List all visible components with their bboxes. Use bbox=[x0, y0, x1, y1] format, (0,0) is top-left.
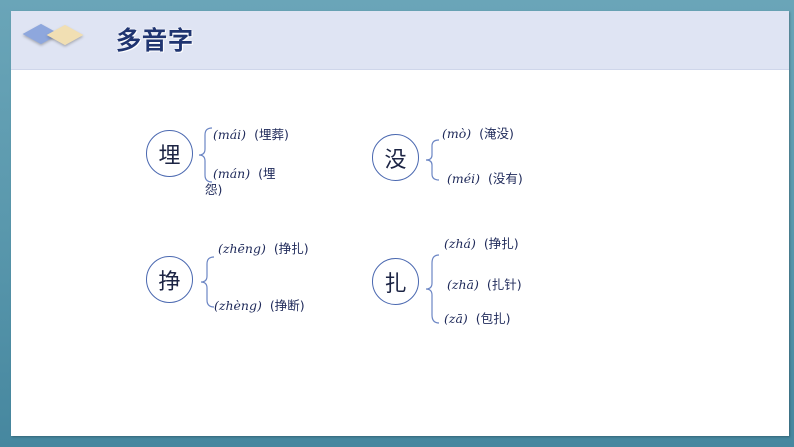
example-word: (扎针) bbox=[486, 277, 522, 292]
example-word: (挣扎) bbox=[483, 236, 519, 251]
brace-icon bbox=[198, 127, 213, 183]
page-title: 多音字 bbox=[116, 26, 195, 55]
example-word: (挣断) bbox=[269, 298, 305, 313]
pinyin: (zā) bbox=[444, 311, 468, 326]
pinyin: (mán) bbox=[213, 166, 251, 181]
reading-row: (mò) (淹没) bbox=[442, 126, 514, 141]
example-word: (淹没) bbox=[479, 126, 514, 141]
char-circle-zheng: 挣 bbox=[146, 256, 193, 303]
pinyin: (mò) bbox=[442, 126, 472, 141]
pinyin: (zhèng) bbox=[214, 298, 262, 313]
yellow-diamond-icon bbox=[46, 24, 84, 46]
reading-row: (zhèng) (挣断) bbox=[214, 298, 305, 313]
example-word: (包扎) bbox=[475, 311, 511, 326]
reading-wrap: 怨) bbox=[205, 182, 223, 197]
reading-row: (zhā) (扎针) bbox=[447, 277, 522, 292]
char-circle-mai: 埋 bbox=[146, 130, 193, 177]
reading-row: (zhá) (挣扎) bbox=[444, 236, 519, 251]
example-word: (埋葬) bbox=[254, 127, 289, 142]
char-circle-mei: 没 bbox=[372, 134, 419, 181]
brace-icon bbox=[200, 256, 215, 308]
reading-row: (mán) (埋 bbox=[213, 166, 276, 181]
example-word: (埋 bbox=[258, 166, 276, 181]
example-word: (没有) bbox=[488, 171, 523, 186]
brace-icon bbox=[425, 254, 440, 324]
brace-icon bbox=[425, 139, 440, 181]
slide-panel: 多音字 bbox=[11, 11, 789, 436]
example-word: (挣扎) bbox=[273, 241, 309, 256]
reading-row: (zhēng) (挣扎) bbox=[218, 241, 309, 256]
char-circle-zha: 扎 bbox=[372, 258, 419, 305]
reading-row: (zā) (包扎) bbox=[444, 311, 511, 326]
header-band: 多音字 bbox=[11, 11, 789, 70]
pinyin: (méi) bbox=[447, 171, 481, 186]
reading-row: (mái) (埋葬) bbox=[213, 127, 289, 142]
pinyin: (zhēng) bbox=[218, 241, 266, 256]
reading-row: (méi) (没有) bbox=[447, 171, 523, 186]
pinyin: (zhá) bbox=[444, 236, 476, 251]
pinyin: (zhā) bbox=[447, 277, 479, 292]
pinyin: (mái) bbox=[213, 127, 247, 142]
